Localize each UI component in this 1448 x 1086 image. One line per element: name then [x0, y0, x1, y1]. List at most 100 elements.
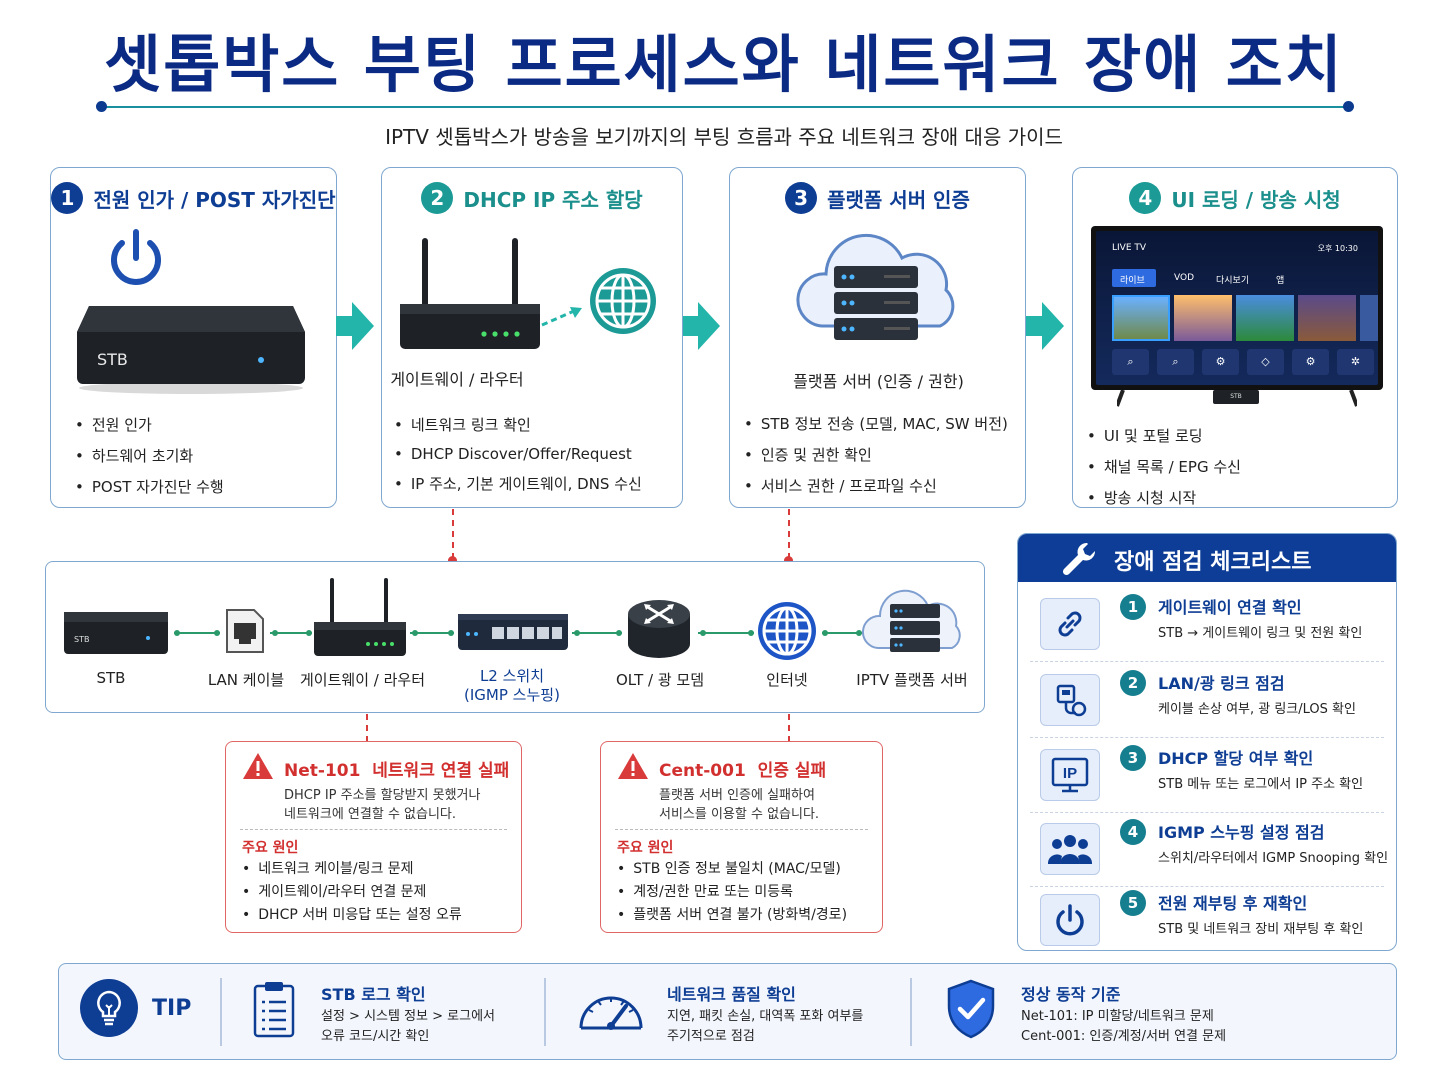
chain-link-dot [856, 630, 862, 636]
step-card-ui-watch: 4 UI 로딩 / 방송 시청 LIVE TV 오후 10:30 라이브 VOD… [1072, 167, 1398, 508]
bullet: 전원 인가 [75, 414, 224, 435]
tip-line: Net-101: IP 미할당/네트워크 문제 [1021, 1009, 1214, 1024]
error-desc-line: 플랫폼 서버 인증에 실패하여 [659, 788, 815, 803]
gear-icon[interactable]: ⚙ [1202, 349, 1239, 375]
lan-port-icon [226, 609, 264, 653]
cable-icon [1040, 674, 1100, 726]
checklist-item-desc: STB 메뉴 또는 로그에서 IP 주소 확인 [1158, 777, 1364, 792]
checklist-item-desc: 케이블 손상 여부, 광 링크/LOS 확인 [1158, 702, 1356, 717]
tv-thumbnail[interactable] [1360, 295, 1378, 341]
step-bullets: STB 정보 전송 (모델, MAC, SW 버전) 인증 및 권한 확인 서비… [744, 413, 1008, 506]
flow-arrow-icon [1042, 302, 1064, 350]
checklist-title: 장애 점검 체크리스트 [1114, 550, 1312, 575]
tip-item-title: 네트워크 품질 확인 [667, 985, 796, 1004]
error-card-cent-001: Cent-001 인증 실패 플랫폼 서버 인증에 실패하여 서비스를 이용할 … [600, 741, 883, 933]
tv-thumbnail[interactable] [1112, 295, 1170, 341]
error-desc-line: 네트워크에 연결할 수 없습니다. [284, 807, 457, 822]
tag-icon[interactable]: ◇ [1247, 349, 1284, 375]
tv-thumbnail[interactable] [1174, 295, 1232, 341]
step-bullets: 전원 인가 하드웨어 초기화 POST 자가진단 수행 [75, 414, 224, 507]
checklist-separator [1030, 812, 1384, 813]
stb-icon [64, 612, 168, 654]
cause-item: DHCP 서버 미응답 또는 설정 오류 [242, 904, 461, 924]
tip-item-text: 지연, 패킷 손실, 대역폭 포화 여부를 주기적으로 점검 [667, 1007, 863, 1047]
step-card-auth: 3 플랫폼 서버 인증 플랫폼 서버 (인증 / 권한) STB 정보 전송 (… [729, 167, 1026, 508]
checklist-number: 2 [1120, 670, 1146, 696]
error-code: Net-101 [284, 761, 361, 781]
step-bullets: 네트워크 링크 확인 DHCP Discover/Offer/Request I… [394, 414, 642, 504]
tip-item-text: 설정 > 시스템 정보 > 로그에서 오류 코드/시간 확인 [321, 1007, 495, 1047]
step-number: 2 [421, 182, 454, 214]
step-number: 3 [785, 182, 818, 214]
tv-thumbnail[interactable] [1298, 295, 1356, 341]
tip-divider [220, 978, 222, 1046]
error-cause-list: STB 인증 정보 불일치 (MAC/모델) 계정/권한 만료 또는 미등록 플… [617, 858, 847, 927]
error-card-net-101: Net-101 네트워크 연결 실패 DHCP IP 주소를 할당받지 못했거나… [225, 741, 522, 933]
internet-globe-icon [758, 602, 816, 660]
cause-item: 플랫폼 서버 연결 불가 (방화벽/경로) [617, 904, 847, 924]
error-code: Cent-001 [659, 761, 746, 781]
search-icon[interactable]: ⌕ [1112, 349, 1149, 375]
chain-link-dot [412, 630, 418, 636]
bullet: UI 및 포털 로딩 [1087, 425, 1241, 446]
warning-icon [243, 753, 273, 779]
bullet: 인증 및 권한 확인 [744, 444, 1008, 465]
tv-icon-row: ⌕ ⌕ ⚙ ◇ ⚙ ✲ [1112, 349, 1374, 375]
tv-tab[interactable]: 앱 [1276, 276, 1285, 286]
connector-dashed [452, 509, 454, 559]
chain-label-l2-switch: L2 스위치 [479, 667, 545, 685]
network-chain-panel: STB STB LAN 케이블 게이트웨이 / 라우터 L2 스위치 (IGMP… [45, 561, 985, 713]
tv-tab[interactable]: 라이브 [1120, 276, 1145, 286]
ip-monitor-icon: IP [1040, 749, 1100, 801]
bullet: 하드웨어 초기화 [75, 445, 224, 466]
stb-device-icon [77, 306, 305, 394]
connector-dashed [788, 714, 790, 742]
error-description: DHCP IP 주소를 할당받지 못했거나 네트워크에 연결할 수 없습니다. [284, 786, 480, 824]
flow-arrow-stem [336, 316, 352, 336]
link-icon [1040, 598, 1100, 650]
step-caption: 플랫폼 서버 (인증 / 권한) [793, 372, 964, 391]
chain-link [410, 632, 454, 634]
tv-tab[interactable]: VOD [1174, 273, 1195, 283]
apps-icon[interactable]: ✲ [1337, 349, 1374, 375]
tip-bar: TIP STB 로그 확인 설정 > 시스템 정보 > 로그에서 오류 코드/시… [58, 963, 1397, 1060]
chain-link-dot [448, 630, 454, 636]
tv-stand-stb: STB [1213, 390, 1259, 404]
chain-link [174, 632, 220, 634]
chain-label-stb: STB [96, 669, 126, 687]
checklist-item-desc: 스위치/라우터에서 IGMP Snooping 확인 [1158, 851, 1389, 866]
bullet: 서비스 권한 / 프로파일 수신 [744, 475, 1008, 496]
gear-icon[interactable]: ⚙ [1292, 349, 1329, 375]
olt-modem-icon [628, 600, 690, 658]
search-icon[interactable]: ⌕ [1157, 349, 1194, 375]
cause-item: 네트워크 케이블/링크 문제 [242, 858, 462, 878]
step-title: 전원 인가 / POST 자가진단 [93, 187, 336, 212]
error-desc-line: DHCP IP 주소를 할당받지 못했거나 [284, 788, 481, 803]
tv-screen: LIVE TV 오후 10:30 라이브 VOD 다시보기 앱 ⌕ ⌕ ⚙ ◇ … [1091, 226, 1383, 390]
bullet: STB 정보 전송 (모델, MAC, SW 버전) [744, 413, 1008, 434]
divider-dot-right [1343, 101, 1354, 112]
chain-label-iptv-server: IPTV 플랫폼 서버 [856, 671, 968, 689]
bullet: 네트워크 링크 확인 [394, 414, 642, 435]
chain-link-dot [174, 630, 180, 636]
error-title: Net-101 네트워크 연결 실패 [284, 756, 509, 781]
cause-item: 게이트웨이/라우터 연결 문제 [242, 881, 462, 901]
flow-arrow-icon [352, 302, 374, 350]
power-icon [111, 229, 161, 285]
chain-link-dot [822, 630, 828, 636]
tv-thumbnail[interactable] [1236, 295, 1294, 341]
chain-link-dot [306, 630, 312, 636]
tip-line: 설정 > 시스템 정보 > 로그에서 [321, 1009, 496, 1024]
bullet: POST 자가진단 수행 [75, 476, 224, 497]
shield-check-icon [947, 979, 995, 1039]
tv-ui: LIVE TV 오후 10:30 라이브 VOD 다시보기 앱 ⌕ ⌕ ⚙ ◇ … [1096, 231, 1378, 385]
flow-arrow-icon [698, 302, 720, 350]
chain-link-dot [700, 630, 706, 636]
tv-tab[interactable]: 다시보기 [1216, 276, 1250, 286]
checklist-number: 4 [1120, 819, 1146, 845]
chain-link-dot [748, 630, 754, 636]
tip-divider [910, 978, 912, 1046]
error-title: Cent-001 인증 실패 [659, 756, 826, 781]
tip-line: 지연, 패킷 손실, 대역폭 포화 여부를 [667, 1009, 864, 1024]
cause-item: STB 인증 정보 불일치 (MAC/모델) [617, 858, 847, 878]
